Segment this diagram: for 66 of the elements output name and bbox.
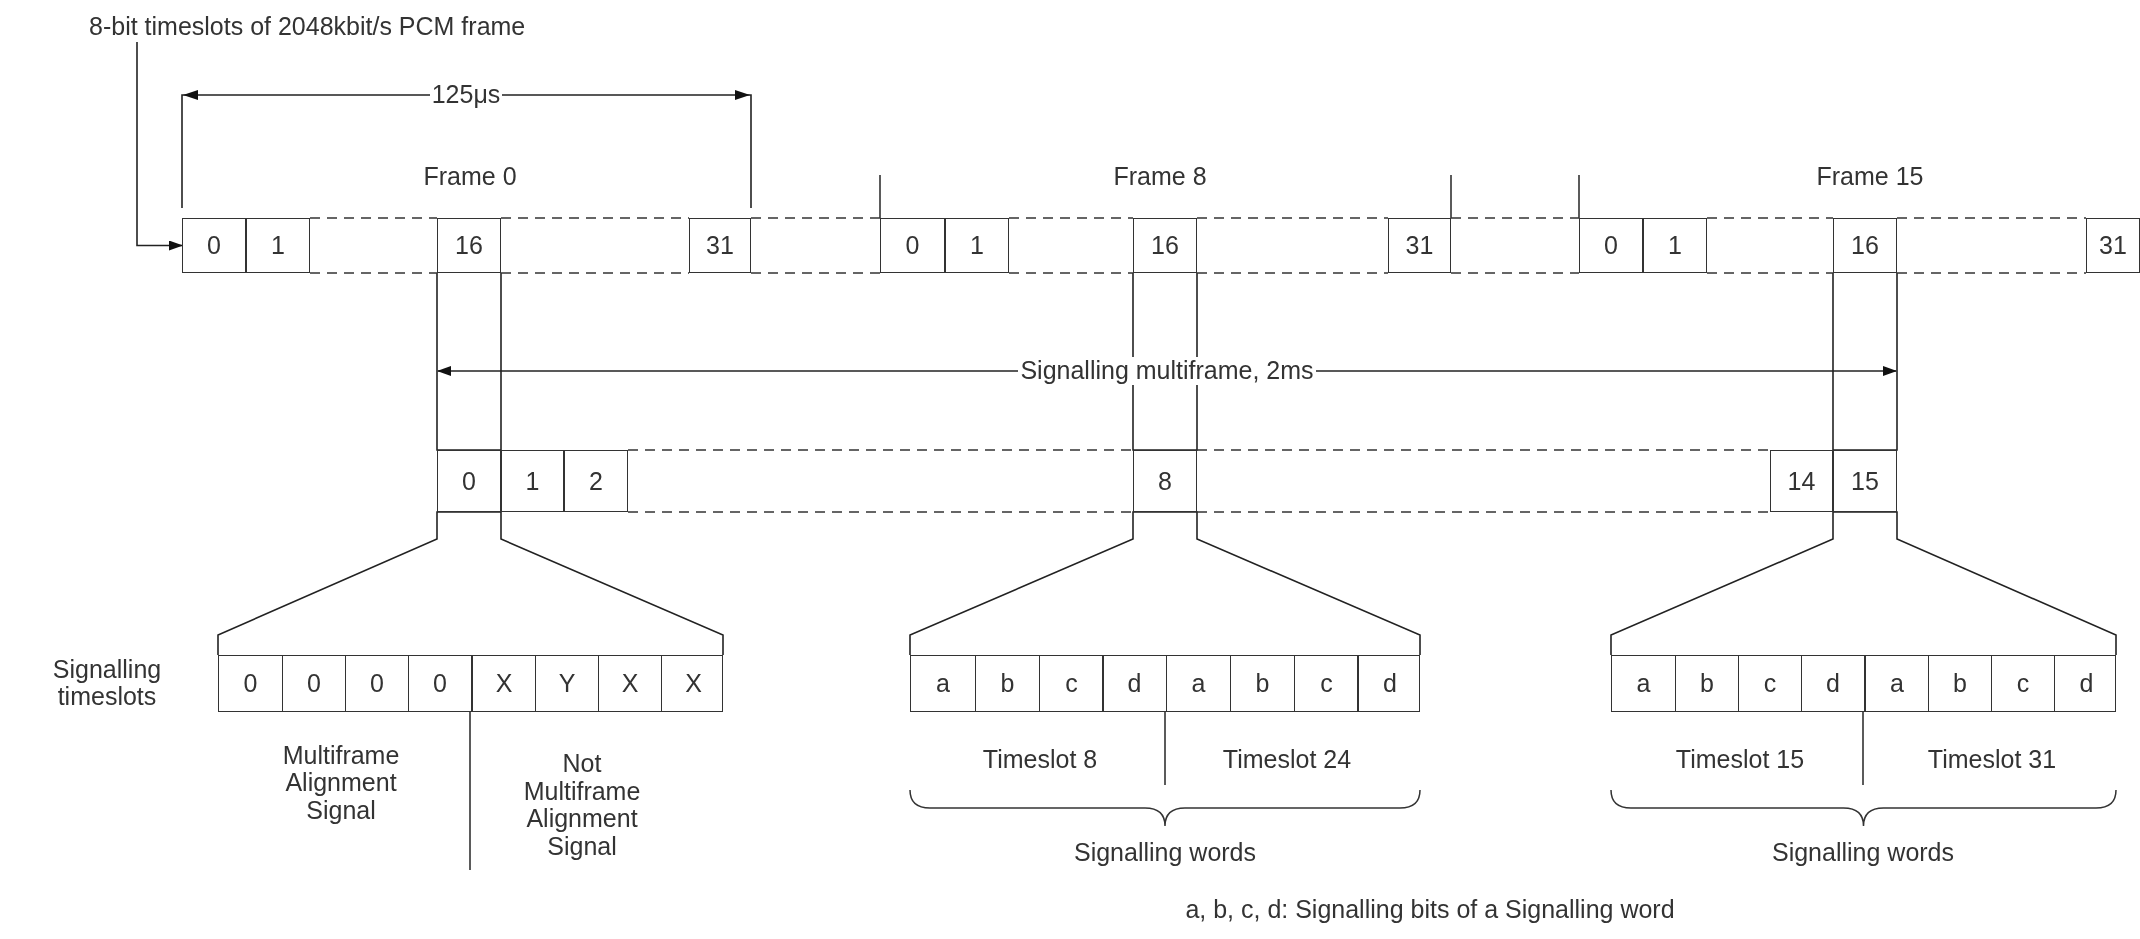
slot-row-box — [1611, 655, 2116, 712]
timeslot-cell: X — [472, 656, 536, 711]
timeslot-cell: b — [1230, 656, 1295, 711]
connector-line — [909, 511, 1421, 656]
timeslot-label: Timeslot 15 — [1675, 746, 1805, 774]
timeslot-cell: 1 — [1643, 218, 1707, 273]
timeslot-cell: d — [1801, 656, 1865, 711]
slot-row-box — [910, 655, 1420, 712]
connector-line — [1832, 272, 1898, 451]
timeslot-cell: 0 — [345, 656, 409, 711]
row-label: Signalling timeslots — [51, 655, 163, 711]
timeslot-cell: 16 — [1833, 218, 1897, 273]
annotation-text: 8-bit timeslots of 2048kbit/s PCM frame — [89, 12, 779, 42]
timeslot-cell: c — [1738, 656, 1802, 711]
frame-label: Frame 8 — [1113, 163, 1207, 191]
timeslot-label: Timeslot 8 — [982, 746, 1098, 774]
connector-line — [1610, 511, 2117, 656]
timeslot-cell: 14 — [1770, 450, 1833, 512]
timeslot-cell: 1 — [246, 218, 310, 273]
timeslot-cell: 1 — [945, 218, 1009, 273]
group-label: Signalling words — [1771, 839, 1954, 867]
timeslot-cell: c — [1991, 656, 2055, 711]
timeslot-label: Timeslot 31 — [1927, 746, 2057, 774]
timeslot-label: Timeslot 24 — [1222, 746, 1352, 774]
timeslot-cell: a — [1612, 656, 1676, 711]
slot-row-box — [218, 655, 723, 712]
connector-line — [217, 511, 724, 656]
timeslot-cell: 16 — [1133, 218, 1197, 273]
timeslot-cell: 0 — [880, 218, 945, 273]
timeslot-cell: 0 — [408, 656, 472, 711]
field-description: Multiframe Alignment Signal — [281, 741, 401, 825]
group-label: Signalling words — [1073, 839, 1256, 867]
timeslot-cell: 1 — [501, 450, 564, 512]
timeslot-cell: c — [1039, 656, 1104, 711]
timeslot-cell: 15 — [1833, 450, 1897, 512]
timeslot-cell: b — [1928, 656, 1992, 711]
timeslot-cell: 0 — [1579, 218, 1643, 273]
timeslot-cell: d — [1357, 656, 1422, 711]
timeslot-cell: b — [1675, 656, 1739, 711]
timeslot-cell: 0 — [182, 218, 246, 273]
leader-arrow — [136, 41, 183, 251]
timeslot-cell: 0 — [437, 450, 501, 512]
field-description: Not Multiframe Alignment Signal — [522, 750, 642, 860]
timeslot-cell: 31 — [1388, 218, 1451, 273]
timeslot-cell: X — [598, 656, 662, 711]
dimension-label: Signalling multiframe, 2ms — [1018, 357, 1316, 385]
timeslot-cell: 31 — [2086, 218, 2140, 273]
timeslot-cell: 8 — [1133, 450, 1197, 512]
timeslot-cell: 16 — [437, 218, 501, 273]
timeslot-cell: Y — [535, 656, 599, 711]
timeslot-cell: a — [1166, 656, 1231, 711]
timeslot-cell: a — [1865, 656, 1929, 711]
timeslot-cell: 31 — [689, 218, 751, 273]
footnote: a, b, c, d: Signalling bits of a Signalling word — [1185, 896, 1675, 924]
timeslot-cell: 2 — [564, 450, 628, 512]
timeslot-cell: X — [661, 656, 725, 711]
timeslot-cell: b — [975, 656, 1040, 711]
connector-line — [436, 272, 502, 451]
timeslot-cell: d — [1102, 656, 1167, 711]
timeslot-cell: 0 — [282, 656, 346, 711]
frame-label: Frame 15 — [1816, 163, 1924, 191]
frame-label: Frame 0 — [423, 163, 517, 191]
timeslot-cell: a — [911, 656, 976, 711]
timeslot-cell: 0 — [219, 656, 283, 711]
timeslot-cell: d — [2054, 656, 2118, 711]
timeslot-cell: c — [1294, 656, 1359, 711]
